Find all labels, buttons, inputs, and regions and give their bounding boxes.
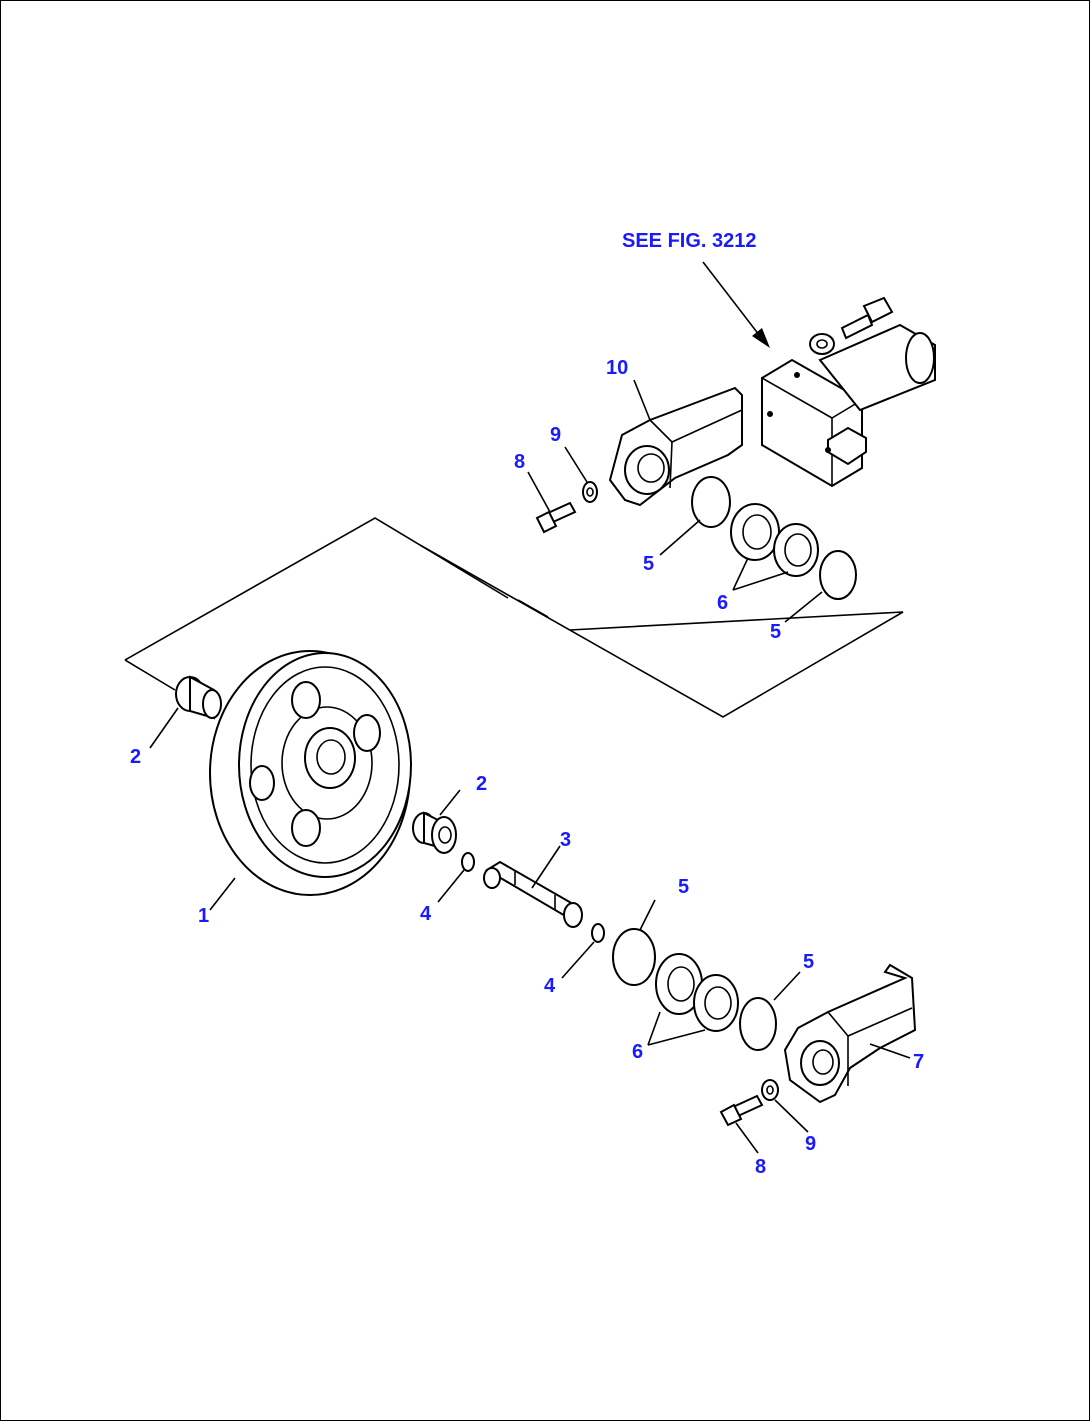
phantom-lines [124,517,904,718]
label-4-upper: 4 [420,903,432,925]
label-1: 1 [198,905,209,927]
recoil-assembly-block [761,296,936,488]
label-3: 3 [560,829,571,851]
label-5-upper-left: 5 [643,553,654,575]
part-4-upper-oring [461,852,475,872]
label-5-lower-left: 5 [678,876,689,898]
part-3-shaft [483,860,583,928]
part-8-upper-bolt [535,501,577,534]
part-9-upper-washer [582,481,598,503]
see-fig-reference[interactable]: SEE FIG. 3212 [622,230,757,252]
label-8-upper: 8 [514,451,525,473]
label-2-right: 2 [476,773,487,795]
label-4-lower: 4 [544,975,556,997]
label-10: 10 [606,357,628,379]
part-7-lower-bracket [783,963,917,1104]
label-8-lower: 8 [755,1156,766,1178]
part-1-idler-wheel [209,650,412,896]
lower-seal-group [612,928,777,1051]
part-8-lower-bolt [719,1094,764,1127]
label-5-lower-right: 5 [803,951,814,973]
label-9-lower: 9 [805,1133,816,1155]
part-2-left-bushing [175,675,222,720]
part-10-upper-bracket [608,386,743,507]
part-4-lower-oring [591,923,605,943]
leader-lines [149,379,911,1154]
part-9-lower-washer [761,1079,779,1101]
label-7: 7 [913,1051,924,1073]
label-5-upper-right: 5 [770,621,781,643]
label-6-lower: 6 [632,1041,643,1063]
part-2-right-bushing [412,811,457,854]
upper-seal-group [691,476,857,600]
label-2-left: 2 [130,746,141,768]
reference-arrow [702,261,770,348]
label-6-upper: 6 [717,592,728,614]
label-9-upper: 9 [550,424,561,446]
